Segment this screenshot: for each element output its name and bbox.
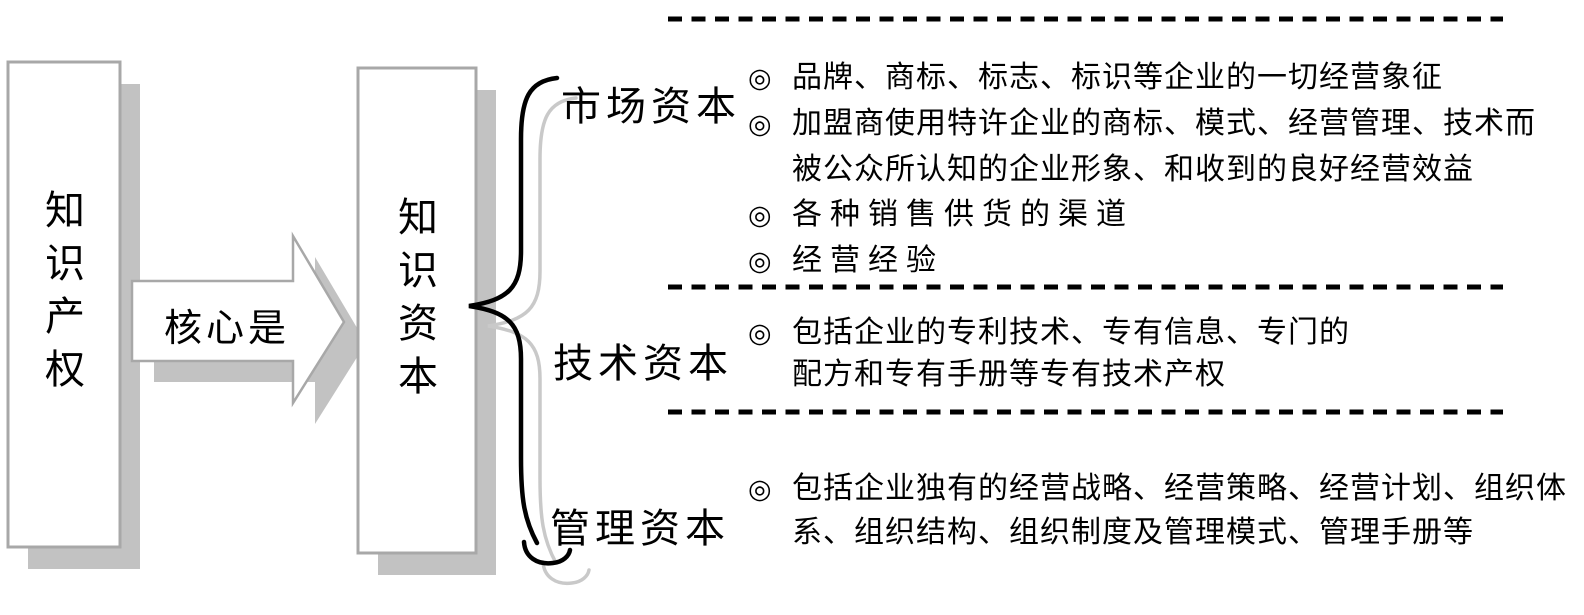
- list-item-continuation: 系、组织结构、组织制度及管理模式、管理手册等: [748, 511, 1567, 555]
- category-label-market-capital: 市场资本: [561, 84, 741, 129]
- list-item: ◎ 经营经验: [748, 238, 1536, 284]
- list-item-continuation: 配方和专有手册等专有技术产权: [748, 354, 1350, 396]
- bullseye-bullet-icon: ◎: [748, 318, 772, 348]
- list-item-text: 被公众所认知的企业形象、和收到的良好经营效益: [792, 153, 1474, 186]
- list-item: ◎ 包括企业独有的经营战略、经营策略、经营计划、组织体: [748, 467, 1567, 511]
- left-box-shape: [6, 60, 122, 549]
- list-item: ◎ 品牌、商标、标志、标识等企业的一切经营象征: [748, 55, 1536, 101]
- list-item-text: 包括企业的专利技术、专有信息、专门的: [792, 316, 1350, 349]
- list-item-text: 品牌、商标、标志、标识等企业的一切经营象征: [792, 61, 1443, 94]
- brace: [468, 75, 573, 566]
- bullseye-bullet-icon: ◎: [748, 474, 772, 504]
- list-item-text: 配方和专有手册等专有技术产权: [792, 358, 1226, 391]
- list-item-text: 加盟商使用特许企业的商标、模式、经营管理、技术而: [792, 107, 1536, 140]
- arrow-shape: [130, 231, 346, 408]
- bullseye-bullet-icon: ◎: [748, 63, 772, 93]
- list-item-text: 经营经验: [792, 244, 944, 277]
- list-item: ◎ 加盟商使用特许企业的商标、模式、经营管理、技术而: [748, 101, 1536, 147]
- category-label-technology-capital: 技术资本: [553, 341, 733, 386]
- management-capital-list: ◎ 包括企业独有的经营战略、经营策略、经营计划、组织体 系、组织结构、组织制度及…: [748, 467, 1567, 555]
- list-item-text: 包括企业独有的经营战略、经营策略、经营计划、组织体: [792, 472, 1567, 505]
- center-box-shape: [356, 66, 478, 555]
- market-capital-list: ◎ 品牌、商标、标志、标识等企业的一切经营象征 ◎ 加盟商使用特许企业的商标、模…: [748, 55, 1536, 284]
- left-box-label: 知识产权: [45, 188, 85, 392]
- bullseye-bullet-icon: ◎: [748, 246, 772, 276]
- bullseye-bullet-icon: ◎: [748, 109, 772, 139]
- technology-capital-list: ◎ 包括企业的专利技术、专有信息、专门的 配方和专有手册等专有技术产权: [748, 312, 1350, 396]
- list-item: ◎ 各种销售供货的渠道: [748, 192, 1536, 238]
- bullseye-bullet-icon: ◎: [748, 200, 772, 230]
- brace-shadow: [487, 96, 591, 586]
- list-item: ◎ 包括企业的专利技术、专有信息、专门的: [748, 312, 1350, 354]
- list-item-continuation: 被公众所认知的企业形象、和收到的良好经营效益: [748, 147, 1536, 192]
- center-box-label: 知识资本: [398, 195, 438, 399]
- arrow-label: 核心是: [164, 308, 291, 350]
- category-label-management-capital: 管理资本: [550, 506, 730, 551]
- list-item-text: 系、组织结构、组织制度及管理模式、管理手册等: [792, 516, 1474, 549]
- list-item-text: 各种销售供货的渠道: [792, 198, 1134, 231]
